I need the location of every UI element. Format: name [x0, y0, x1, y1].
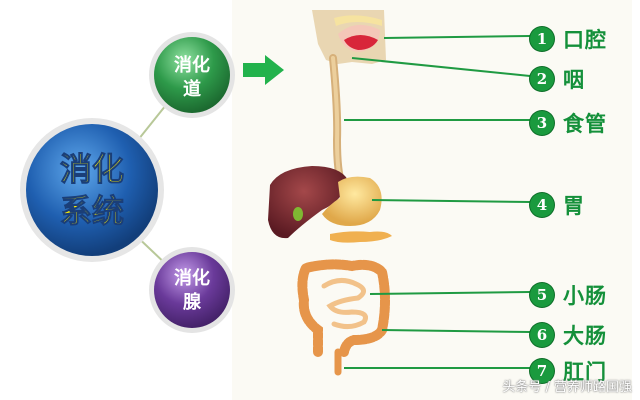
- tongue: [344, 35, 378, 50]
- branch-digestive-glands: 消化 腺: [149, 247, 235, 333]
- number-badge: 6: [530, 323, 554, 347]
- label-anus: 7 肛门: [530, 356, 607, 386]
- arrow-icon: [243, 55, 284, 85]
- number-badge: 7: [530, 359, 554, 383]
- anatomy-illustration: [268, 10, 392, 376]
- liver: [268, 166, 348, 239]
- label-stomach: 4 胃: [530, 190, 585, 220]
- number-badge: 3: [530, 111, 554, 135]
- branch-top-line1: 消化: [174, 54, 210, 76]
- number-badge: 4: [530, 193, 554, 217]
- label-small-intestine: 5 小肠: [530, 280, 607, 310]
- organ-name: 肛门: [563, 359, 607, 384]
- branch-bottom-line1: 消化: [174, 267, 210, 289]
- organ-name: 口腔: [563, 27, 607, 52]
- center-label-line1: 消化: [60, 150, 124, 188]
- watermark: 头条号 / 营养师路国强: [502, 380, 632, 395]
- label-mouth: 1 口腔: [530, 24, 607, 54]
- organ-name: 食管: [563, 111, 607, 136]
- number-badge: 5: [530, 283, 554, 307]
- center-node: 消化 系统: [20, 118, 164, 262]
- palate: [334, 15, 382, 26]
- organ-name: 胃: [563, 193, 585, 218]
- label-pharynx: 2 咽: [530, 64, 585, 94]
- leader-lines: [344, 35, 531, 369]
- pancreas: [330, 231, 392, 243]
- center-label-line2: 系统: [60, 192, 124, 230]
- gallbladder: [293, 207, 303, 221]
- organ-name: 大肠: [563, 323, 607, 348]
- branch-digestive-tract: 消化 道: [149, 32, 235, 118]
- large-intestine: [297, 259, 390, 357]
- small-intestine: [321, 278, 368, 330]
- number-badge: 2: [530, 67, 554, 91]
- branch-top-line2: 道: [183, 78, 201, 100]
- organ-name: 咽: [563, 67, 585, 92]
- label-large-intestine: 6 大肠: [530, 320, 607, 350]
- stomach: [322, 176, 382, 226]
- branch-bottom-line2: 腺: [183, 291, 202, 313]
- number-badge: 1: [530, 27, 554, 51]
- organ-name: 小肠: [563, 283, 607, 308]
- label-esophagus: 3 食管: [530, 108, 607, 138]
